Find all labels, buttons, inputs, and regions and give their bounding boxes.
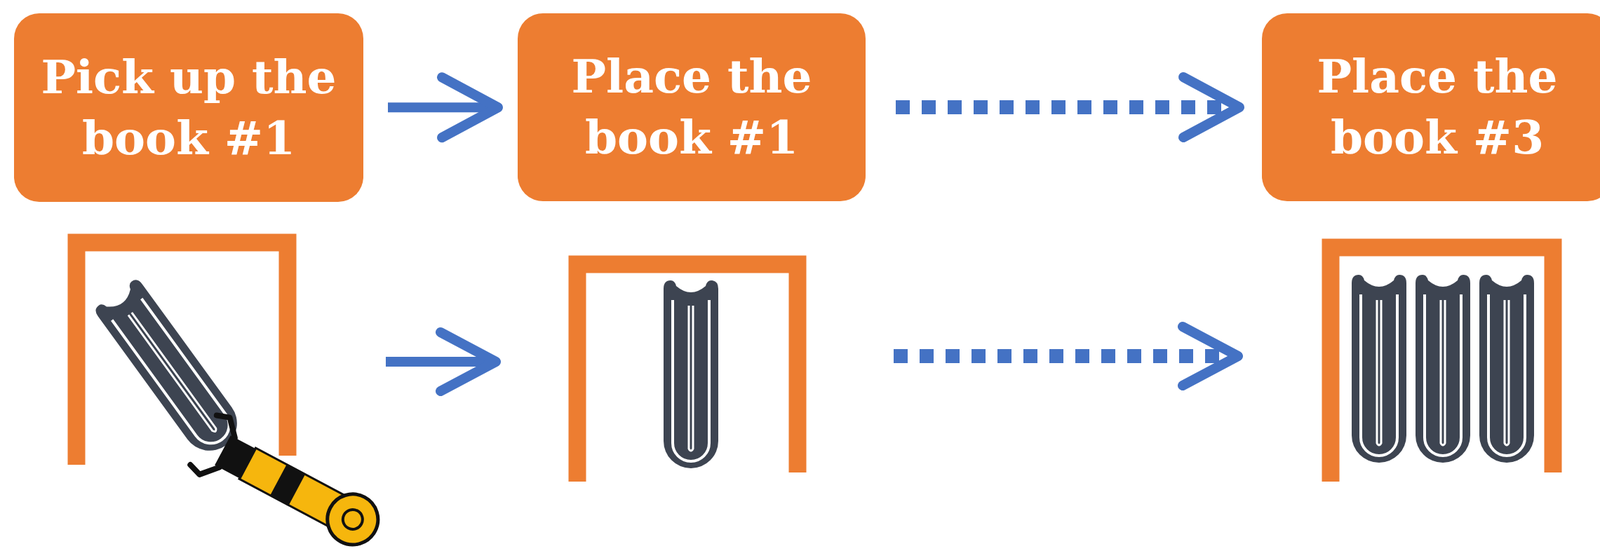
arrow-shaft (387, 102, 494, 113)
book-icon (1415, 274, 1471, 463)
dotted-arrow (895, 77, 1240, 138)
book-icon (663, 280, 719, 469)
book-icon (93, 277, 249, 463)
dotted-arrow-shaft (893, 349, 1229, 364)
arrow-head (1182, 326, 1239, 386)
arrow-shaft (385, 357, 494, 367)
arrow-head (440, 332, 496, 392)
step-box: Pick up the book #1 (14, 13, 364, 203)
robot-gripper (187, 411, 391, 558)
step-label: Place the book #3 (1275, 46, 1599, 169)
step-label: Place the book #1 (531, 46, 852, 169)
arrow-head (1183, 77, 1240, 138)
step-label: Pick up the book #1 (28, 46, 350, 170)
shelf-frame (577, 264, 798, 482)
shelf-frame (1330, 247, 1554, 482)
arrow-shaft (895, 100, 1230, 115)
step-box: Place the book #1 (517, 13, 866, 202)
shelf-frame (76, 242, 288, 466)
book-icon (1351, 274, 1407, 463)
arrow-head (441, 77, 499, 138)
flow-arrow (387, 77, 499, 138)
book-icon (1479, 274, 1535, 463)
step-box: Place the book #3 (1261, 13, 1600, 202)
